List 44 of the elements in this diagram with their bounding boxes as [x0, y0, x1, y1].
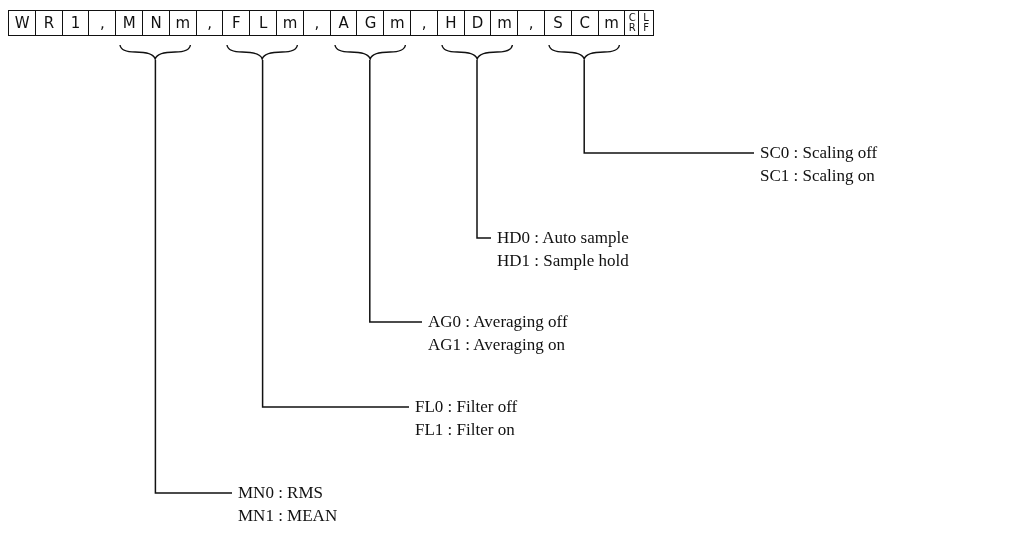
character-cell: 1: [61, 10, 90, 36]
option-description: SC0 : Scaling off: [760, 142, 878, 164]
curly-brace: [333, 44, 406, 60]
option-description: AG0 : Averaging off: [428, 311, 568, 333]
option-description: SC1 : Scaling on: [760, 165, 876, 187]
character-cell: H: [436, 10, 465, 36]
option-description: MN0 : RMS: [238, 482, 325, 504]
option-description: FL1 : Filter on: [415, 419, 516, 441]
character-cell: D: [463, 10, 492, 36]
leader-line: [583, 59, 755, 154]
character-cell: ,: [517, 10, 546, 36]
option-description: FL0 : Filter off: [415, 396, 518, 418]
character-cell: F: [222, 10, 251, 36]
character-cell: m: [168, 10, 197, 36]
character-cell: m: [276, 10, 305, 36]
character-cell: m: [490, 10, 519, 36]
character-cell: ,: [88, 10, 117, 36]
character-cell: m: [383, 10, 412, 36]
curly-brace: [440, 44, 514, 60]
curly-brace: [548, 44, 621, 60]
character-cell: R: [34, 10, 63, 36]
character-cell: W: [8, 10, 37, 36]
option-description: HD0 : Auto sample: [497, 227, 629, 249]
character-cell: G: [356, 10, 385, 36]
character-cell: m: [597, 10, 626, 36]
character-cell: ,: [195, 10, 224, 36]
character-cell: L: [249, 10, 278, 36]
curly-brace: [119, 44, 192, 60]
option-description: AG1 : Averaging on: [428, 334, 567, 356]
curly-brace: [226, 44, 299, 60]
character-cell: M: [115, 10, 144, 36]
character-cell: LF: [638, 10, 654, 36]
character-cell: C: [570, 10, 599, 36]
character-cell: ,: [302, 10, 331, 36]
option-description: MN1 : MEAN: [238, 505, 338, 527]
leader-line: [476, 59, 492, 239]
character-cell: S: [544, 10, 573, 36]
option-description: HD1 : Sample hold: [497, 250, 629, 272]
character-cell: A: [329, 10, 358, 36]
leader-line: [369, 59, 423, 323]
character-cell: N: [142, 10, 171, 36]
leader-line: [261, 59, 410, 408]
leader-line: [154, 59, 233, 494]
character-cell: ,: [410, 10, 439, 36]
